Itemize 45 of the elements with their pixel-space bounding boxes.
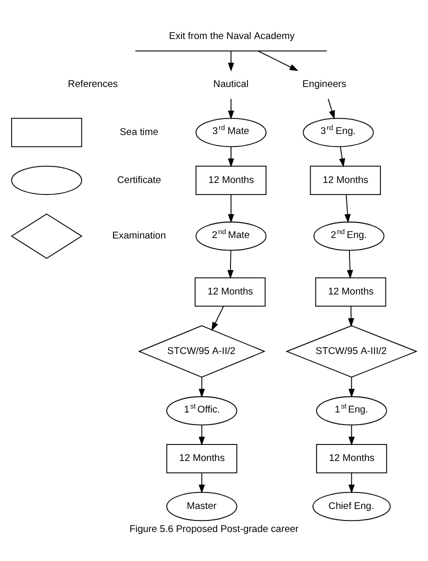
legend-label: Sea time (120, 126, 158, 138)
node-box: 12 Months (316, 444, 388, 474)
node-ellipse: 2$^{nd}$ Eng. (313, 222, 384, 251)
arrow (328, 98, 335, 120)
node-ellipse: 3$^{rd}$ Mate (196, 118, 266, 148)
node-diamond: STCW/95 A-III/2 (286, 325, 418, 378)
node-box: 12 Months (310, 166, 381, 195)
node-diamond (10, 214, 82, 259)
caption: Figure 5.6 Proposed Post-grade career (129, 524, 299, 536)
arrow (346, 250, 354, 279)
legend-label: Certificate (117, 174, 162, 186)
node-text: Exit from the Naval Academy (168, 31, 295, 42)
arrow (198, 376, 205, 398)
node-box: 12 Months (166, 444, 238, 474)
arrow (258, 50, 298, 71)
arrow (228, 50, 234, 72)
arrow (228, 194, 234, 224)
node-ellipse: 2$^{nd}$ Mate (196, 222, 266, 251)
node-ellipse: Chief Eng. (312, 492, 391, 522)
arrow (344, 194, 351, 224)
arrow (348, 472, 355, 494)
label: References (68, 79, 118, 90)
node-ellipse: 3$^{rd}$ Eng. (302, 118, 374, 148)
legend-label: Examination (112, 230, 166, 242)
node-text: Engineers (302, 79, 346, 90)
arrow (198, 472, 205, 494)
node-box: 12 Months (315, 277, 386, 307)
arrow (348, 306, 354, 328)
arrow (339, 146, 346, 168)
arrow (198, 424, 205, 446)
node-ellipse: 1$^{st}$ Eng. (316, 396, 388, 426)
node-ellipse: Master (166, 492, 238, 522)
node-ellipse: 1$^{st}$ Offic. (166, 396, 238, 426)
arrow (227, 250, 234, 279)
node-box: 12 Months (196, 166, 266, 195)
arrow (228, 146, 234, 168)
node-text: Nautical (213, 79, 249, 90)
node-box (11, 118, 82, 148)
arrow (348, 376, 355, 398)
arrow (211, 306, 224, 331)
node-box: 12 Months (194, 277, 266, 307)
arrow (348, 424, 355, 446)
node-ellipse (11, 166, 82, 195)
node-diamond: STCW/95 A-II/2 (138, 325, 266, 378)
arrow (228, 98, 234, 120)
